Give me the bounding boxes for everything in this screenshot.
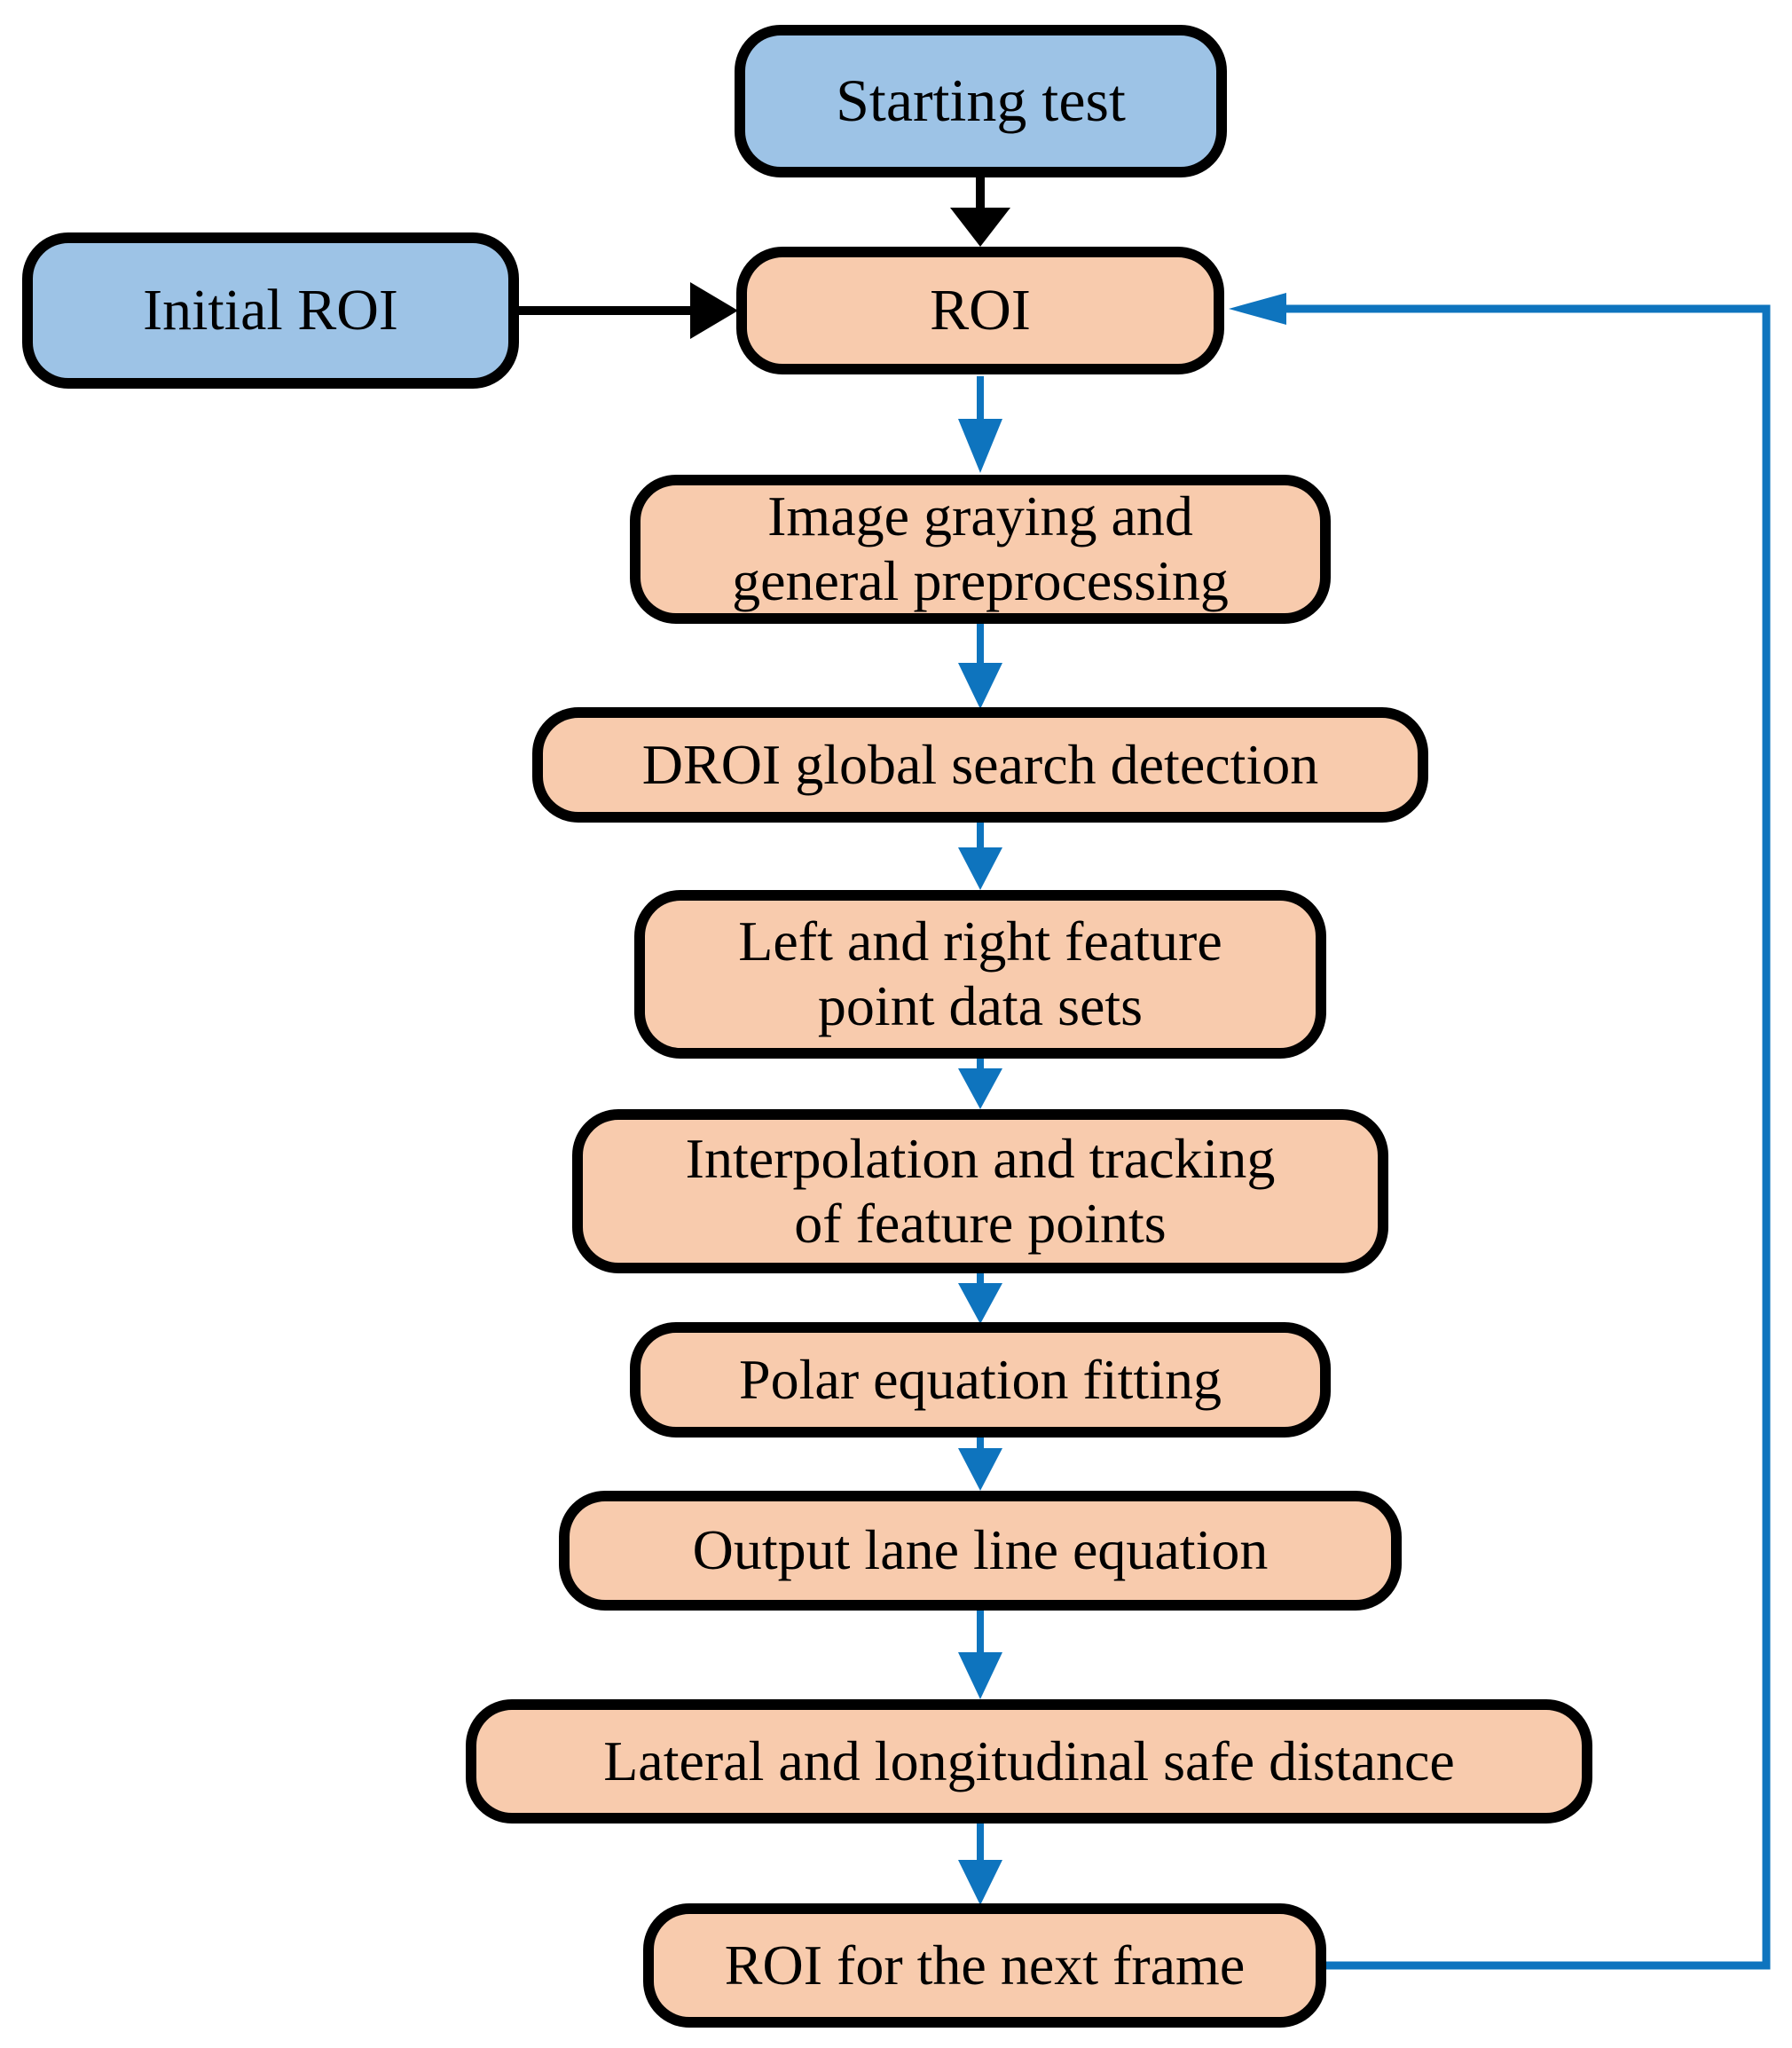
- node-roi: ROI: [736, 247, 1224, 374]
- arrow-head-down-icon: [958, 1860, 1002, 1905]
- arrow-head-down-icon: [958, 847, 1002, 890]
- node-left-right-feature-points: Left and right feature point data sets: [634, 890, 1326, 1059]
- edge-output-lane-to-lateral: [958, 1611, 1002, 1699]
- node-droi-global-search: DROI global search detection: [532, 707, 1428, 823]
- node-lateral-longitudinal-safe-distance: Lateral and longitudinal safe distance: [466, 1699, 1592, 1824]
- node-interpolation-tracking: Interpolation and tracking of feature po…: [572, 1109, 1388, 1273]
- node-output-lane-line-equation: Output lane line equation: [559, 1491, 1402, 1611]
- edge-interpolation-to-polar: [958, 1273, 1002, 1324]
- node-initial-roi: Initial ROI: [22, 232, 519, 389]
- node-roi-next-frame: ROI for the next frame: [643, 1903, 1326, 2028]
- node-polar-equation-fitting: Polar equation fitting: [630, 1322, 1331, 1438]
- edge-polar-to-output-lane: [958, 1438, 1002, 1491]
- arrow-head-left-icon: [1229, 293, 1286, 325]
- arrow-head-down-icon: [958, 419, 1002, 473]
- node-starting-test: Starting test: [735, 25, 1227, 177]
- arrow-head-down-icon: [958, 663, 1002, 709]
- edge-roi-next-frame-to-roi-feedback: [1229, 293, 1771, 1970]
- edge-droi-to-left-right-feature: [958, 823, 1002, 890]
- edge-left-right-feature-to-interpolation: [958, 1059, 1002, 1109]
- edge-roi-to-image-graying: [958, 376, 1002, 473]
- edge-starting-test-to-roi: [950, 177, 1010, 247]
- arrow-head-down-icon: [958, 1652, 1002, 1699]
- arrow-head-down-icon: [950, 208, 1010, 247]
- edge-initial-roi-to-roi: [519, 282, 738, 339]
- arrow-head-down-icon: [958, 1448, 1002, 1491]
- edge-lateral-to-roi-next-frame: [958, 1824, 1002, 1905]
- arrow-head-down-icon: [958, 1283, 1002, 1324]
- arrow-head-right-icon: [690, 282, 738, 339]
- arrow-head-down-icon: [958, 1068, 1002, 1109]
- edge-image-graying-to-droi: [958, 624, 1002, 709]
- feedback-line: [1286, 304, 1771, 1970]
- node-image-graying: Image graying and general preprocessing: [630, 475, 1331, 624]
